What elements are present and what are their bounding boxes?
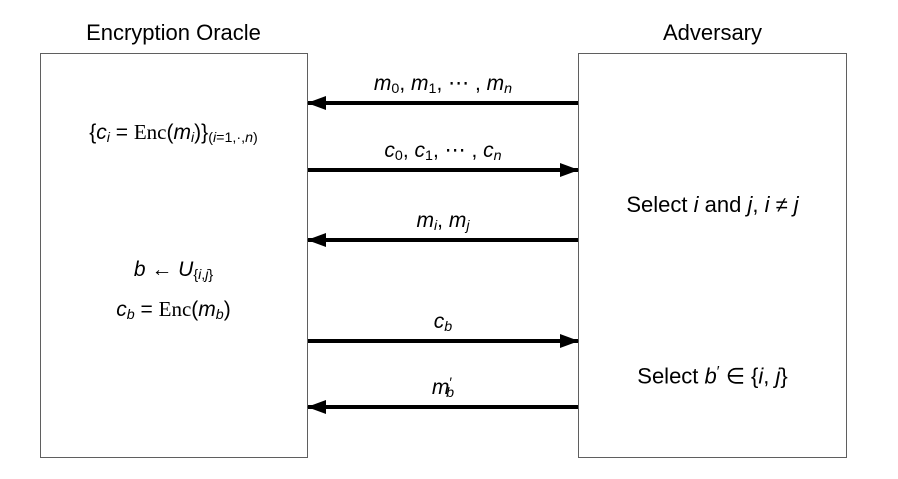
arrow-ciphertexts: c0, c1, ⋯ , cn	[308, 139, 579, 177]
adversary-box	[578, 53, 847, 458]
oracle-batch-encryption-formula: {ci = Enc(mi)}(i=1,·,n)	[89, 120, 258, 147]
arrow-label-ciphertexts: c0, c1, ⋯ , cn	[384, 139, 502, 165]
oracle-challenge-formulas: b ← U{i,j} cb = Enc(mb)	[40, 253, 307, 332]
arrowhead-icon	[307, 400, 326, 414]
arrow-guess-message: m′b	[307, 375, 578, 414]
arrow-label-challenge-ciphertext: cb	[433, 310, 453, 336]
arrow-challenge-messages: mi, mj	[307, 209, 578, 247]
arrowhead-icon	[307, 233, 326, 247]
adversary-select-indices-text: Select i and j, i ≠ j	[626, 192, 799, 217]
oracle-bit-selection-formula: b ← U{i,j}	[133, 258, 214, 284]
arrowhead-icon	[560, 334, 579, 348]
arrow-label-challenge-messages: mi, mj	[416, 209, 470, 235]
adversary-select-guess-text: Select b′ ∈ {i, j}	[637, 363, 788, 389]
encryption-oracle-title: Encryption Oracle	[86, 20, 261, 45]
arrow-label-plaintext-messages: m0, m1, ⋯ , mn	[373, 72, 513, 98]
arrow-label-guess-message: m′b	[431, 375, 455, 402]
arrow-challenge-ciphertext: cb	[308, 310, 579, 348]
adversary-title: Adversary	[662, 20, 763, 45]
arrow-plaintext-messages: m0, m1, ⋯ , mn	[307, 72, 578, 110]
arrowhead-icon	[307, 96, 326, 110]
arrowhead-icon	[560, 163, 579, 177]
oracle-challenge-encryption-formula: cb = Enc(mb)	[116, 297, 231, 324]
encryption-oracle-box	[40, 53, 308, 458]
